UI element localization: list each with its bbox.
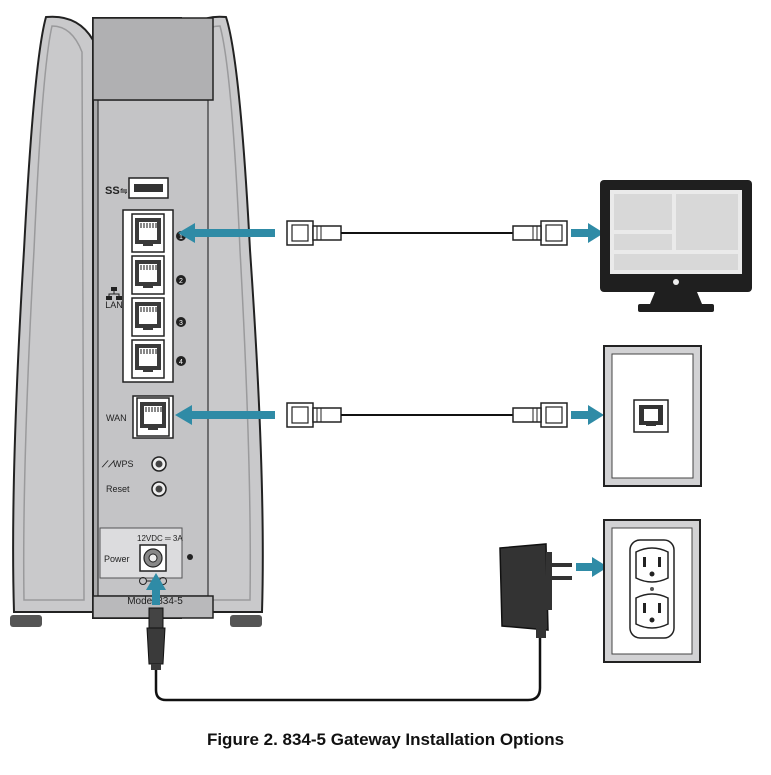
lan-port-2[interactable] (131, 255, 165, 295)
power-adapter-icon (499, 543, 572, 638)
svg-text:4: 4 (179, 359, 183, 366)
lan-port-numbers: 1 2 3 4 (176, 231, 186, 366)
power-spec-label: 12VDC ═ 3A (137, 534, 183, 543)
device-left-wing (12, 15, 97, 613)
lan-arrow (178, 223, 275, 243)
network-icon (106, 287, 122, 300)
wan-arrow (175, 405, 275, 425)
reset-label: Reset (106, 484, 130, 494)
gateway-device: SS ⇋ 1 2 3 4 LAN WAN ⟋⟋ (10, 15, 264, 627)
wan-port[interactable] (136, 397, 170, 437)
power-led (187, 554, 193, 560)
figure-caption: Figure 2. 834-5 Gateway Installation Opt… (206, 730, 565, 749)
phone-wall-jack-icon (603, 345, 702, 487)
power-cable (154, 638, 542, 702)
wps-button[interactable] (151, 456, 167, 472)
svg-text:⇋: ⇋ (120, 186, 128, 196)
wan-connection (175, 402, 604, 428)
power-outlet-icon (603, 519, 701, 663)
lan-cable-plug-left (286, 220, 342, 246)
reset-button[interactable] (151, 481, 167, 497)
usb-port-icon (128, 177, 169, 199)
lan-cable-plug-right (512, 220, 568, 246)
wps-icon: ⟋⟋ (101, 459, 115, 469)
wan-cable-plug-right (512, 402, 568, 428)
svg-text:3: 3 (179, 320, 183, 327)
wps-label: WPS (113, 459, 134, 469)
svg-text:2: 2 (179, 278, 183, 285)
lan-port-1[interactable] (131, 213, 165, 253)
wan-label: WAN (106, 413, 127, 423)
power-jack[interactable] (139, 544, 167, 572)
power-arrow (146, 573, 166, 605)
power-plug (146, 607, 166, 670)
lan-connection (178, 220, 604, 246)
lan-port-3[interactable] (131, 297, 165, 337)
svg-text:1: 1 (179, 234, 183, 241)
wan-device-arrow (571, 405, 604, 425)
usb-label: SS (105, 185, 120, 197)
lan-label: LAN (105, 300, 123, 310)
wan-cable-plug-left (286, 402, 342, 428)
power-label: Power (104, 554, 130, 564)
computer-monitor-icon (600, 180, 752, 312)
lan-device-arrow (571, 223, 604, 243)
outlet-arrow (576, 557, 608, 577)
lan-port-4[interactable] (131, 339, 165, 379)
